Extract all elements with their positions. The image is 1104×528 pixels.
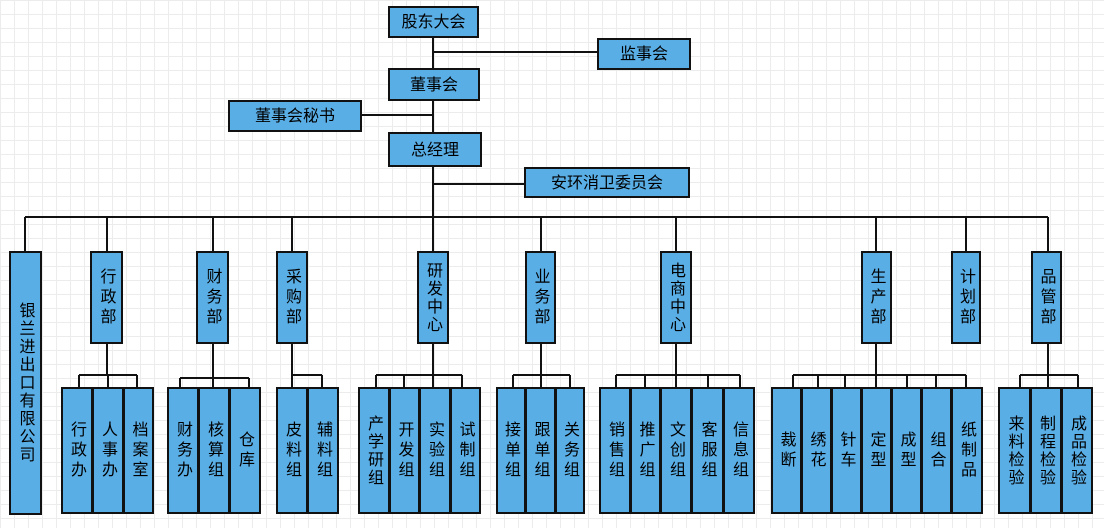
- connector-admin-subs: [78, 343, 138, 388]
- node-supervisors: 监事会: [597, 38, 691, 70]
- dept-production: 生产部: [861, 251, 892, 344]
- connector-business-subs: [512, 343, 571, 388]
- sub-paper-products: 纸制品: [951, 387, 983, 514]
- sub-admin-office: 行政办: [61, 387, 93, 514]
- sub-development-group: 开发组: [389, 387, 420, 514]
- node-general-manager: 总经理: [388, 132, 482, 167]
- sub-accounting-group: 核算组: [198, 387, 230, 514]
- sub-trial-group: 试制组: [450, 387, 481, 514]
- dept-admin: 行政部: [90, 251, 123, 344]
- sub-accessory-group: 辅料组: [307, 387, 339, 514]
- connector-ecommerce-subs: [615, 343, 741, 388]
- dept-ecommerce: 电商中心: [660, 251, 692, 344]
- sub-service-group: 客服组: [691, 387, 724, 514]
- dept-purchase: 采购部: [276, 251, 308, 344]
- sub-cutting: 裁断: [771, 387, 802, 514]
- sub-forming: 成型: [891, 387, 922, 514]
- sub-info-group: 信息组: [723, 387, 755, 514]
- sub-incoming-inspection: 来料检验: [998, 387, 1031, 514]
- dept-quality: 品管部: [1031, 251, 1062, 344]
- sub-process-inspection: 制程检验: [1030, 387, 1062, 514]
- sub-hr-office: 人事办: [92, 387, 124, 514]
- sub-creative-group: 文创组: [660, 387, 692, 514]
- connector-dept-drops: [24, 217, 1049, 251]
- sub-customs-group: 关务组: [555, 387, 585, 514]
- sub-follow-group: 跟单组: [525, 387, 556, 514]
- dept-yinlan: 银兰进出口有限公司: [9, 251, 42, 515]
- sub-sewing: 针车: [831, 387, 862, 514]
- sub-lab-group: 实验组: [419, 387, 451, 514]
- dept-business: 业务部: [525, 251, 556, 344]
- connector-rnd-subs: [375, 343, 463, 388]
- sub-warehouse: 仓库: [229, 387, 261, 514]
- connector-production-subs: [792, 343, 967, 388]
- sub-shaping: 定型: [861, 387, 892, 514]
- connector-finance-subs: [179, 343, 250, 388]
- dept-finance: 财务部: [196, 251, 229, 344]
- sub-promotion-group: 推广组: [630, 387, 661, 514]
- dept-rnd: 研发中心: [417, 251, 449, 344]
- node-safety-committee: 安环消卫委员会: [524, 167, 690, 198]
- node-board: 董事会: [388, 68, 480, 101]
- sub-finished-inspection: 成品检验: [1061, 387, 1093, 514]
- sub-finance-office: 财务办: [167, 387, 199, 514]
- connector-quality-subs: [1019, 343, 1079, 388]
- dept-planning: 计划部: [951, 251, 981, 344]
- sub-assembly: 组合: [921, 387, 952, 514]
- sub-order-group: 接单组: [496, 387, 526, 514]
- sub-embroidery: 绣花: [801, 387, 832, 514]
- sub-sales-group: 销售组: [599, 387, 631, 514]
- sub-archive-room: 档案室: [123, 387, 154, 514]
- sub-leather-group: 皮料组: [276, 387, 308, 514]
- connector-purchase-subs: [291, 343, 323, 388]
- node-board-secretary: 董事会秘书: [228, 100, 362, 132]
- node-shareholders: 股东大会: [388, 6, 479, 38]
- sub-iur-group: 产学研组: [358, 387, 390, 514]
